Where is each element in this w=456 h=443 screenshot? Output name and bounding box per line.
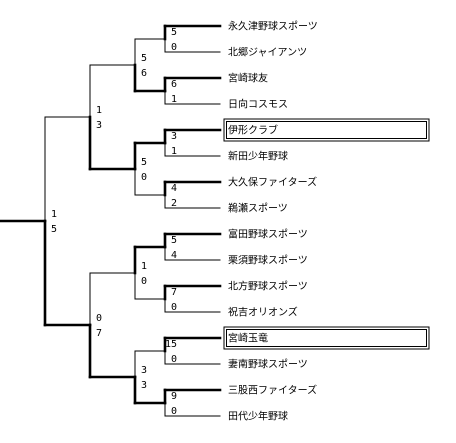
team-name: 富田野球スポーツ — [228, 228, 308, 241]
highlight-box — [223, 118, 430, 142]
score-top: 4 — [171, 183, 177, 194]
score-top: 9 — [171, 391, 177, 402]
score-bottom: 7 — [96, 328, 102, 339]
team-name: 永久津野球スポーツ — [228, 20, 318, 33]
team-name: 北方野球スポーツ — [228, 280, 308, 293]
team-name: 大久保ファイターズ — [228, 176, 317, 189]
score-bottom: 0 — [171, 302, 177, 313]
score-bottom: 0 — [141, 172, 147, 183]
score-top: 3 — [171, 131, 177, 142]
team-list: 永久津野球スポーツ北郷ジャイアンツ宮崎球友日向コスモス伊形クラブ新田少年野球大久… — [223, 20, 430, 423]
score-bottom: 0 — [141, 276, 147, 287]
highlight-box-inner — [226, 121, 427, 139]
score-bottom: 3 — [96, 120, 102, 131]
score-top: 1 — [96, 105, 102, 116]
team-name: 伊形クラブ — [228, 124, 278, 137]
bracket-lines — [0, 24, 222, 417]
score-top: 1 — [51, 209, 57, 220]
team-name: 宮崎球友 — [228, 72, 268, 85]
score-bottom: 0 — [171, 354, 177, 365]
score-top: 15 — [165, 339, 177, 350]
team-name: 日向コスモス — [228, 98, 288, 111]
team-name: 栗須野球スポーツ — [228, 254, 308, 267]
team-name: 祝吉オリオンズ — [228, 306, 298, 319]
score-bottom: 0 — [171, 42, 177, 53]
score-bottom: 5 — [51, 224, 57, 235]
score-top: 5 — [141, 53, 147, 64]
score-top: 5 — [171, 27, 177, 38]
score-bottom: 2 — [171, 198, 177, 209]
score-top: 0 — [96, 313, 102, 324]
team-name: 妻南野球スポーツ — [228, 358, 308, 371]
score-bottom: 3 — [141, 380, 147, 391]
team-name: 北郷ジャイアンツ — [228, 47, 307, 59]
score-top: 5 — [171, 235, 177, 246]
score-top: 1 — [141, 261, 147, 272]
highlight-box-inner — [226, 329, 427, 347]
score-bottom: 6 — [141, 68, 147, 79]
team-name: 宮崎玉竜 — [228, 332, 268, 345]
team-name: 新田少年野球 — [228, 150, 288, 163]
score-bottom: 1 — [171, 146, 177, 157]
score-bottom: 1 — [171, 94, 177, 105]
score-top: 3 — [141, 365, 147, 376]
score-top: 7 — [171, 287, 177, 298]
team-name: 鵜瀬スポーツ — [228, 202, 288, 215]
team-name: 三股西ファイターズ — [228, 384, 317, 397]
score-bottom: 0 — [171, 406, 177, 417]
highlight-box — [223, 326, 430, 350]
score-top: 5 — [141, 157, 147, 168]
team-name: 田代少年野球 — [228, 410, 288, 423]
score-top: 6 — [171, 79, 177, 90]
score-bottom: 4 — [171, 250, 177, 261]
